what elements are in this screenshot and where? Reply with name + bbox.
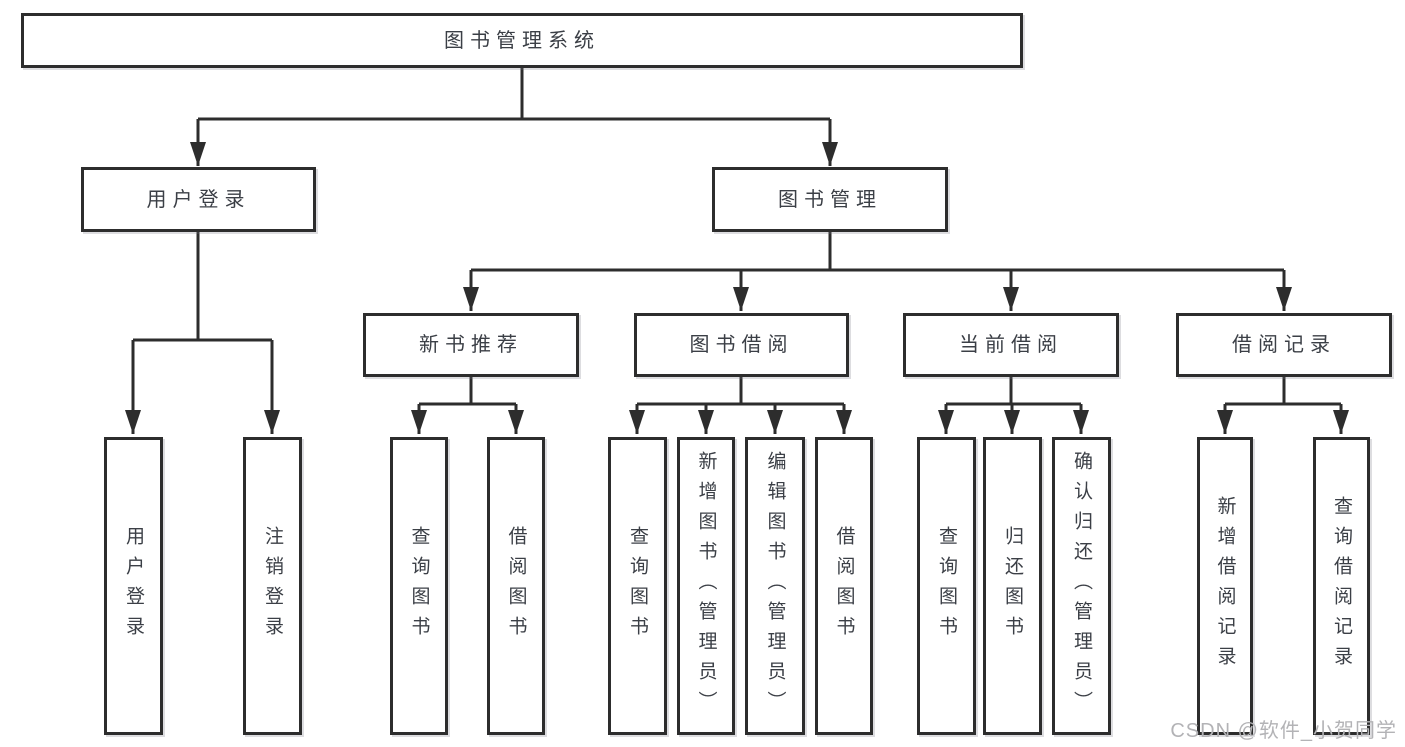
node-login-label: 用户登录 xyxy=(123,526,144,646)
node-rec-query-books-label: 查询图书 xyxy=(408,526,430,646)
node-root: 图书管理系统 xyxy=(21,13,1023,68)
node-current-borrow: 当前借阅 xyxy=(903,313,1119,377)
stem-root-split xyxy=(198,68,830,121)
node-br-add-record: 新增借阅记录 xyxy=(1197,437,1253,735)
node-rec-borrow-books: 借阅图书 xyxy=(487,437,545,735)
stem-borrow-records-split xyxy=(1225,377,1341,406)
node-root-label: 图书管理系统 xyxy=(444,29,600,52)
node-bb-add-books-label: 新增图书（管理员） xyxy=(695,451,717,721)
node-book-mgmt-label: 图书管理 xyxy=(778,188,882,211)
node-logout: 注销登录 xyxy=(243,437,302,735)
node-new-book-rec-label: 新书推荐 xyxy=(419,334,523,356)
stem-current-borrow-split xyxy=(946,377,1081,406)
node-cb-query-books: 查询图书 xyxy=(917,437,976,735)
node-user-login-label: 用户登录 xyxy=(146,188,251,211)
connector-stems xyxy=(133,68,1341,406)
node-bb-edit-books-label: 编辑图书（管理员） xyxy=(764,451,786,721)
node-bb-query-books: 查询图书 xyxy=(608,437,667,735)
node-cb-query-books-label: 查询图书 xyxy=(936,526,957,646)
node-cb-return-books: 归还图书 xyxy=(983,437,1042,735)
stem-new-book-rec-split xyxy=(419,377,516,406)
node-bb-edit-books: 编辑图书（管理员） xyxy=(745,437,805,735)
node-bb-add-books: 新增图书（管理员） xyxy=(677,437,735,735)
node-borrow-records-label: 借阅记录 xyxy=(1232,334,1336,356)
node-rec-query-books: 查询图书 xyxy=(390,437,448,735)
node-cb-return-books-label: 归还图书 xyxy=(1002,526,1023,646)
watermark: CSDN @软件_小贺同学 xyxy=(1170,720,1397,742)
node-new-book-rec: 新书推荐 xyxy=(363,313,579,377)
stem-book-borrow-split xyxy=(637,377,844,406)
node-book-borrow-label: 图书借阅 xyxy=(689,334,794,356)
node-cb-confirm-return: 确认归还（管理员） xyxy=(1052,437,1111,735)
node-br-query-record: 查询借阅记录 xyxy=(1313,437,1370,735)
node-login: 用户登录 xyxy=(104,437,163,735)
node-rec-borrow-books-label: 借阅图书 xyxy=(505,526,527,646)
stem-user-login-split xyxy=(133,232,272,342)
node-borrow-records: 借阅记录 xyxy=(1176,313,1392,377)
connector-arrows xyxy=(125,119,1349,434)
node-bb-borrow-books-label: 借阅图书 xyxy=(833,526,855,646)
node-current-borrow-label: 当前借阅 xyxy=(959,334,1063,356)
stem-book-mgmt-split xyxy=(471,232,1284,272)
node-bb-query-books-label: 查询图书 xyxy=(627,526,648,646)
node-bb-borrow-books: 借阅图书 xyxy=(815,437,873,735)
node-logout-label: 注销登录 xyxy=(262,526,283,646)
node-br-add-record-label: 新增借阅记录 xyxy=(1214,496,1236,676)
node-book-mgmt: 图书管理 xyxy=(712,167,948,232)
node-br-query-record-label: 查询借阅记录 xyxy=(1331,496,1352,676)
node-book-borrow: 图书借阅 xyxy=(634,313,849,377)
node-user-login: 用户登录 xyxy=(81,167,316,232)
node-cb-confirm-return-label: 确认归还（管理员） xyxy=(1071,451,1092,721)
